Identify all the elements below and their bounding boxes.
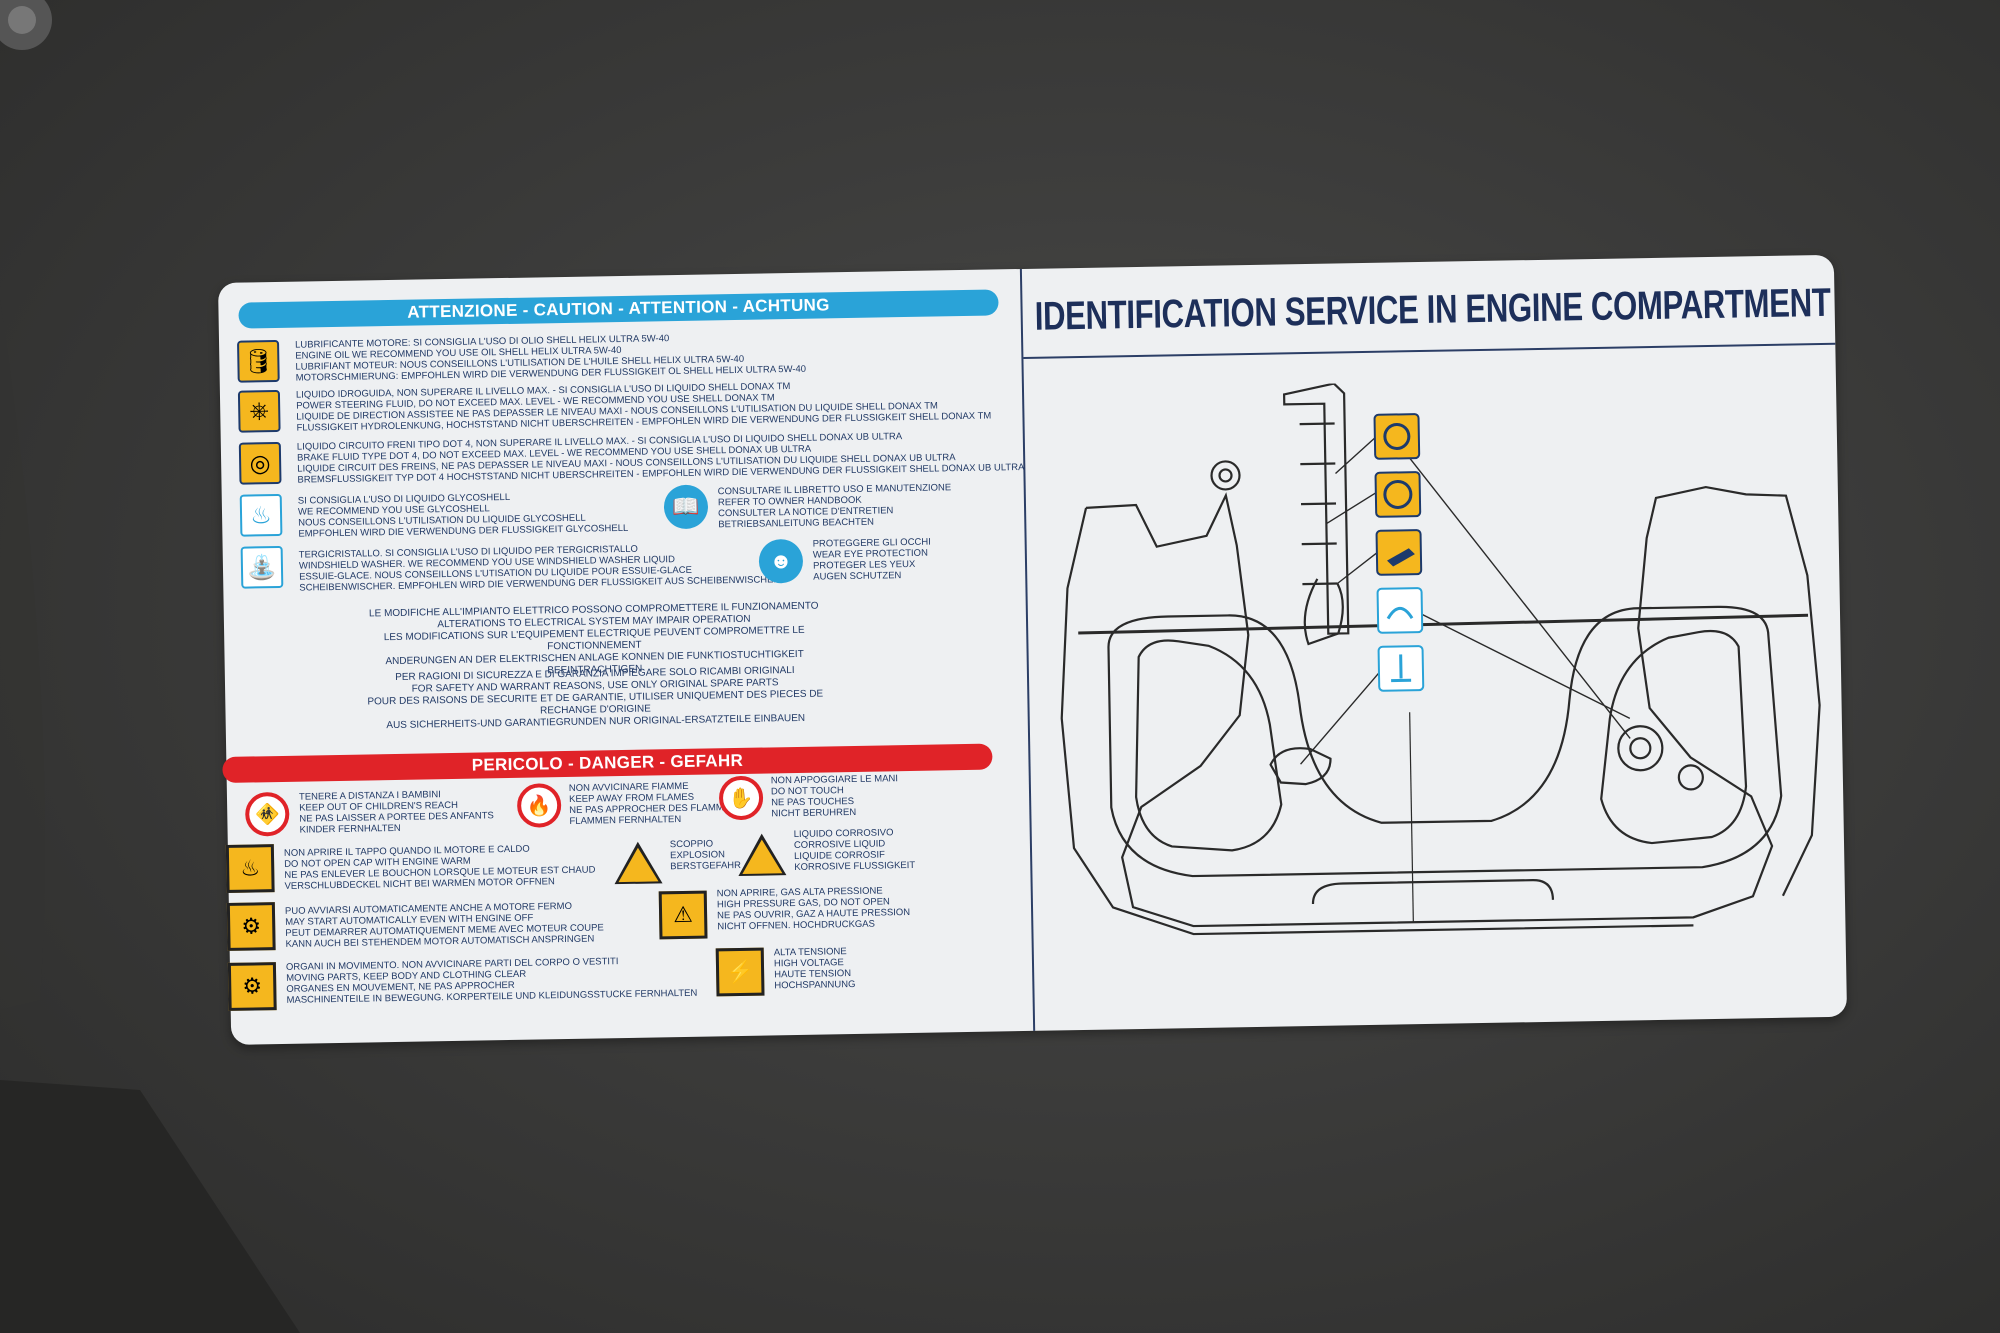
engine-compartment-diagram <box>1060 382 1821 936</box>
explosion-icon <box>613 841 663 885</box>
corrosive-icon <box>737 833 787 877</box>
title-rule <box>1023 342 1836 359</box>
spare-parts-text: PER RAGIONI DI SICUREZZA E DI GARANZIA I… <box>367 664 824 732</box>
oil-text: LUBRIFICANTE MOTORE: SI CONSIGLIA L'USO … <box>295 333 807 384</box>
oil-can-icon: 🛢 <box>237 339 280 383</box>
auto-start-icon: ⚙ <box>226 902 276 951</box>
coolant-text: SI CONSIGLIA L'USO DI LIQUIDO GLYCOSHELL… <box>297 491 629 540</box>
no-flames-icon: 🔥 <box>516 783 562 828</box>
washer-text: TERGICRISTALLO. SI CONSIGLIA L'USO DI LI… <box>298 543 781 594</box>
caution-banner: ATTENZIONE - CAUTION - ATTENTION - ACHTU… <box>238 289 999 329</box>
handbook-text: CONSULTARE IL LIBRETTO USO E MANUTENZION… <box>717 482 952 531</box>
eye-protection-icon: ☻ <box>758 538 804 584</box>
service-sticker: ATTENZIONE - CAUTION - ATTENTION - ACHTU… <box>218 254 1848 1045</box>
cap-text: NON APRIRE IL TAPPO QUANDO IL MOTORE E C… <box>283 843 596 892</box>
coolant-icon: ♨ <box>239 493 283 537</box>
brake-text: LIQUIDO CIRCUITO FRENI TIPO DOT 4, NON S… <box>296 431 1025 486</box>
diagram-title: IDENTIFICATION SERVICE IN ENGINE COMPART… <box>1034 280 1831 339</box>
moving-text: ORGANI IN MOVIMENTO. NON AVVICINARE PART… <box>285 956 698 1006</box>
high-pressure-icon: ⚠ <box>658 890 708 940</box>
warnings-panel: ATTENZIONE - CAUTION - ATTENTION - ACHTU… <box>218 269 1031 1045</box>
hot-cap-icon: ♨ <box>225 844 275 893</box>
keep-away-children-icon: 🚸 <box>244 791 290 837</box>
moving-parts-icon: ⚙ <box>227 962 277 1011</box>
do-not-touch-icon: ✋ <box>718 775 764 821</box>
steering-wheel-icon: ⎈ <box>237 389 281 433</box>
high-voltage-icon: ⚡ <box>715 947 765 997</box>
steering-text: LIQUIDO IDROGUIDA, NON SUPERARE IL LIVEL… <box>295 381 992 434</box>
diagram-panel: IDENTIFICATION SERVICE IN ENGINE COMPART… <box>1022 255 1847 1031</box>
brake-fluid-icon: ◎ <box>238 441 282 485</box>
windshield-washer-icon: ⛲ <box>240 545 284 589</box>
autostart-text: PUO AVVIARSI AUTOMATICAMENTE ANCHE A MOT… <box>284 900 604 950</box>
handbook-icon: 📖 <box>663 484 709 530</box>
